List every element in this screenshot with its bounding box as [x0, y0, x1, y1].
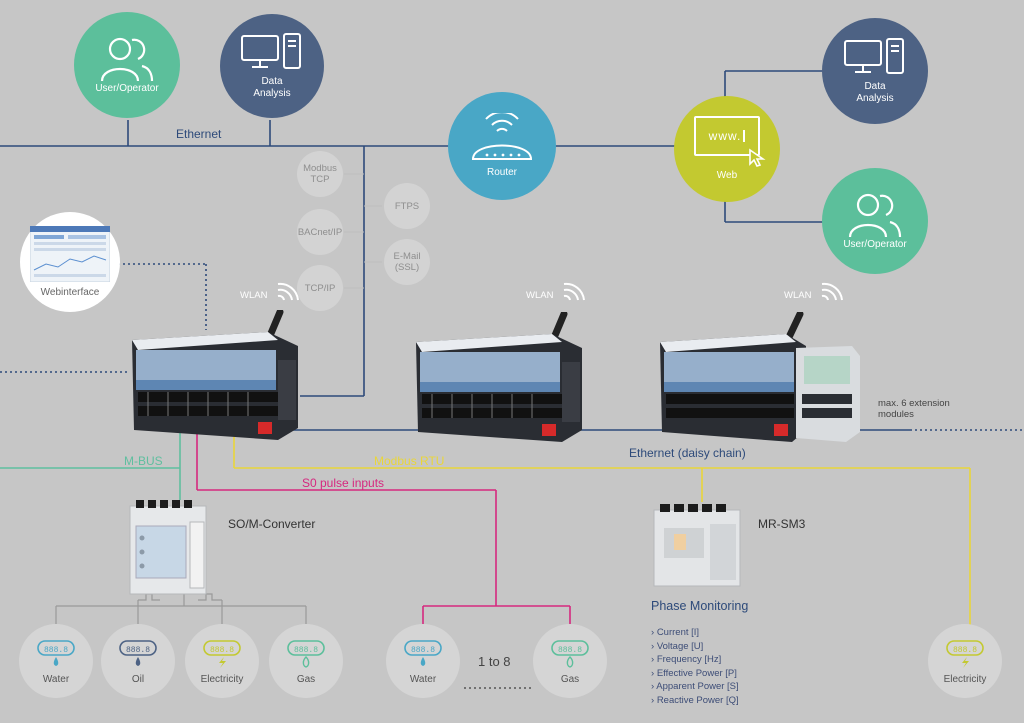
meter-electricity-modbus: 888.8 Electricity [928, 624, 1002, 698]
controller-device-1 [132, 310, 298, 440]
computer-icon [844, 38, 904, 74]
controller-device-2 [416, 312, 582, 442]
m-bus-label: M-BUS [124, 454, 163, 468]
webinterface-screenshot-icon [30, 225, 110, 282]
phase-item: Apparent Power [S] [651, 680, 738, 694]
phase-monitoring-title: Phase Monitoring [651, 599, 749, 613]
user-operator-right-node: User/Operator [822, 168, 928, 274]
meter-water-label: Water [42, 673, 70, 685]
meter-oil-label: Oil [131, 673, 145, 685]
web-node: www. Web [674, 96, 780, 202]
wlan-2-label: WLAN [526, 290, 554, 301]
meter-gas-label: Gas [296, 673, 316, 685]
oil-meter-icon: 888.8 [119, 639, 157, 666]
ethernet-daisy-chain-label: Ethernet (daisy chain) [629, 446, 746, 460]
protocol-email-ssl: E-Mail (SSL) [384, 239, 430, 285]
wlan-3-label: WLAN [784, 290, 812, 301]
meter-electricity-modbus-label: Electricity [943, 673, 987, 685]
wlan-1: WLAN [240, 282, 299, 301]
data-analysis-right-label: Data Analysis [856, 81, 894, 104]
user-operator-left-node: User/Operator [74, 12, 180, 118]
router-label: Router [486, 167, 517, 178]
protocol-ftps: FTPS [384, 183, 430, 229]
protocol-tcp-ip: TCP/IP [297, 265, 343, 311]
meter-gas-s0-label: Gas [560, 673, 580, 685]
meter-water-s0-label: Water [409, 673, 437, 685]
web-label: Web [716, 170, 738, 181]
meter-display: 888.8 [44, 646, 68, 655]
phase-item: Frequency [Hz] [651, 653, 739, 667]
ethernet-label: Ethernet [176, 127, 222, 141]
users-icon [848, 193, 902, 238]
meter-oil: 888.8 Oil [101, 624, 175, 698]
modbus-rtu-label: Modbus RTU [374, 454, 445, 468]
phase-monitoring-list: Current [I] Voltage [U] Frequency [Hz] E… [651, 626, 739, 708]
phase-item: Effective Power [P] [651, 667, 739, 681]
web-screen-text: www. [708, 129, 742, 143]
user-operator-left-label: User/Operator [95, 83, 159, 94]
phase-item: Reactive Power [Q] [651, 694, 739, 708]
meter-display: 888.8 [294, 646, 318, 655]
webinterface-label: Webinterface [40, 286, 100, 298]
meter-water: 888.8 Water [19, 624, 93, 698]
cursor-icon [749, 148, 766, 167]
data-analysis-left-label: Data Analysis [253, 76, 291, 99]
users-icon [100, 37, 154, 82]
wlan-3: WLAN [784, 282, 843, 301]
mr-sm3-device [653, 504, 741, 587]
browser-window-icon: www. [694, 116, 766, 167]
webinterface-node: Webinterface [20, 212, 120, 312]
electricity-meter-icon: 888.8 [946, 639, 984, 668]
gas-meter-icon: 888.8 [551, 639, 589, 668]
meter-electricity: 888.8 Electricity [185, 624, 259, 698]
extension-modules-label: max. 6 extension modules [878, 398, 950, 420]
so-m-converter-label: SO/M-Converter [228, 517, 316, 531]
wlan-1-label: WLAN [240, 290, 268, 301]
meter-gas-s0: 888.8 Gas [533, 624, 607, 698]
so-m-converter-device [129, 500, 207, 595]
router-icon [471, 113, 533, 160]
range-label: 1 to 8 [478, 654, 511, 669]
water-meter-icon: 888.8 [37, 639, 75, 666]
wifi-icon [277, 282, 299, 301]
water-meter-icon: 888.8 [404, 639, 442, 666]
phase-item: Current [I] [651, 626, 739, 640]
meter-display: 888.8 [210, 646, 234, 655]
wifi-icon [821, 282, 843, 301]
electricity-meter-icon: 888.8 [203, 639, 241, 668]
data-analysis-right-node: Data Analysis [822, 18, 928, 124]
meter-water-s0: 888.8 Water [386, 624, 460, 698]
protocol-modbus-tcp: Modbus TCP [297, 151, 343, 197]
s0-pulse-inputs-label: S0 pulse inputs [302, 476, 385, 490]
meter-display: 888.8 [411, 646, 435, 655]
meter-gas: 888.8 Gas [269, 624, 343, 698]
meter-display: 888.8 [126, 646, 150, 655]
user-operator-right-label: User/Operator [843, 239, 907, 250]
gas-meter-icon: 888.8 [287, 639, 325, 668]
protocol-bacnet-ip: BACnet/IP [297, 209, 343, 255]
router-node: Router [448, 92, 556, 200]
meter-display: 888.8 [953, 646, 977, 655]
meter-display: 888.8 [558, 646, 582, 655]
wlan-2: WLAN [526, 282, 585, 301]
mr-sm3-label: MR-SM3 [758, 517, 806, 531]
phase-item: Voltage [U] [651, 640, 739, 654]
computer-icon [241, 33, 301, 69]
wifi-icon [563, 282, 585, 301]
data-analysis-left-node: Data Analysis [220, 14, 324, 118]
meter-electricity-label: Electricity [200, 673, 244, 685]
controller-device-3-with-extension [660, 312, 860, 442]
